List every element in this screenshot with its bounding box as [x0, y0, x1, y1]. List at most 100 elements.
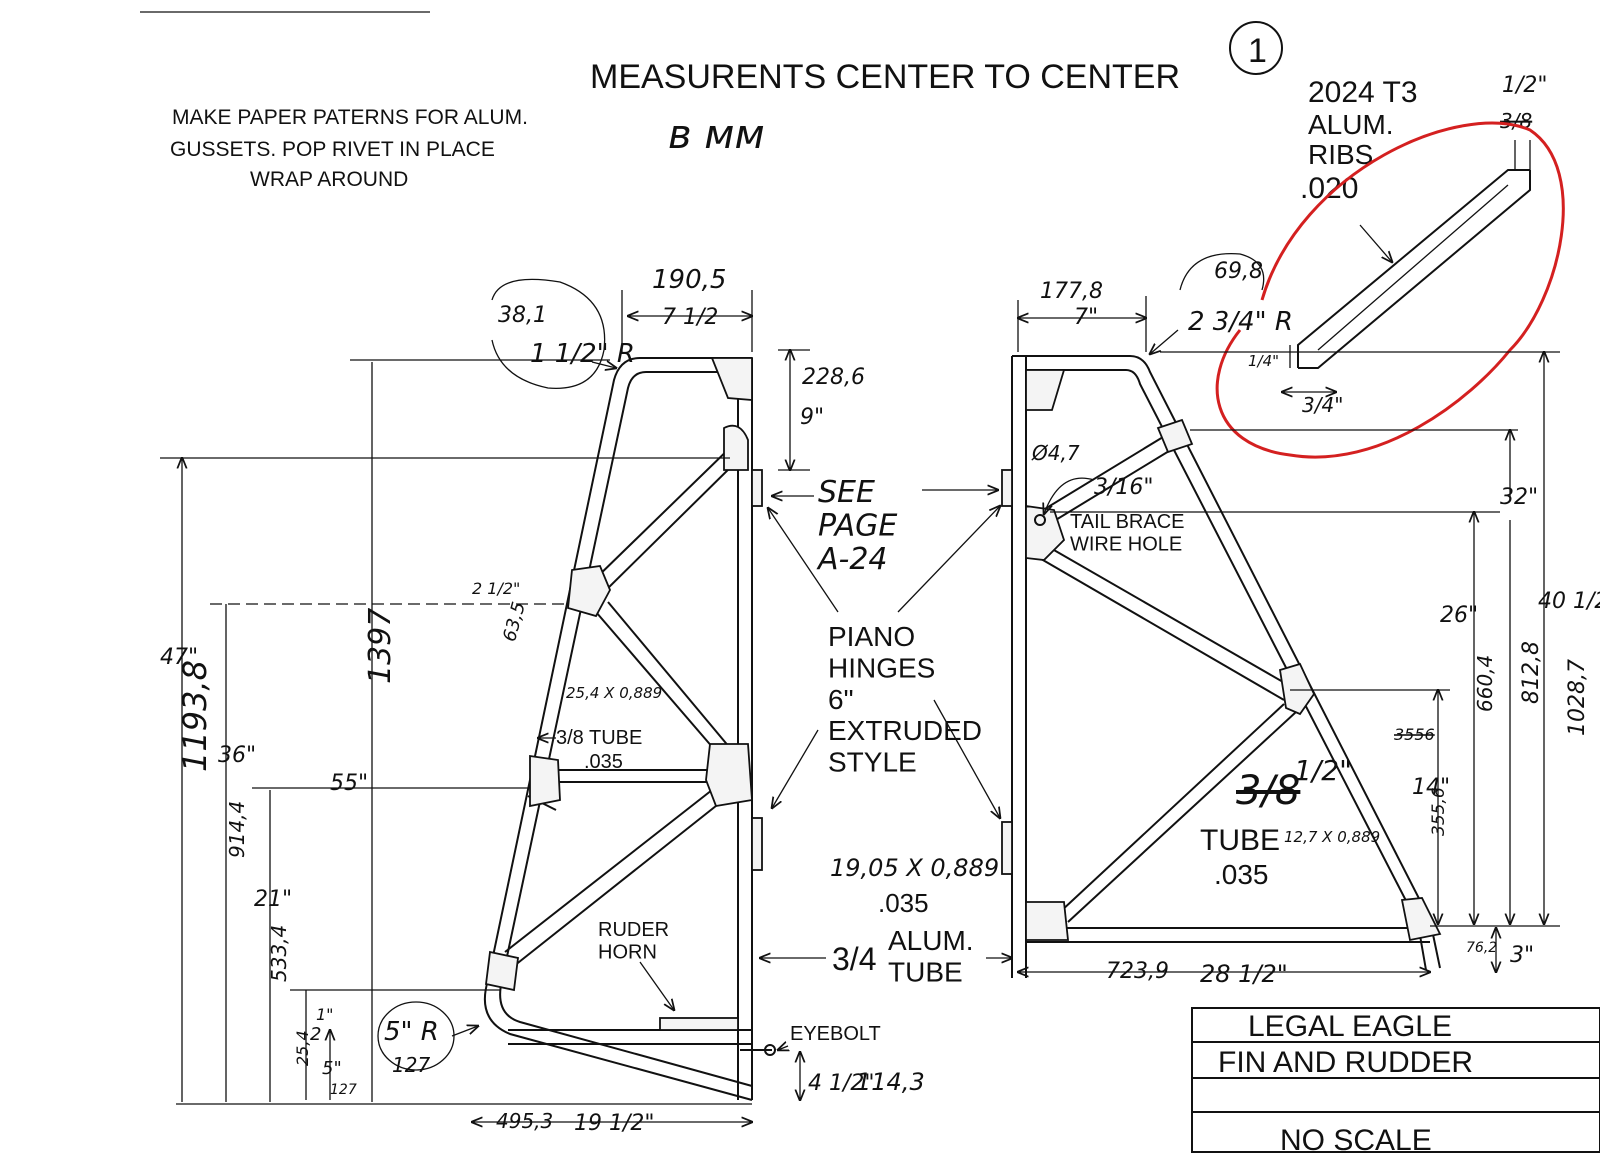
rudder-bottom-radius-in: 5" R — [384, 1017, 439, 1047]
fin-h405: 40 1/2" — [1538, 589, 1600, 614]
rudder-gusset-dim-in: 2 1/2" — [472, 579, 520, 598]
center-tube-size: 3/4 — [832, 941, 876, 977]
fin-gusset-top — [1025, 369, 1066, 411]
rudder-gusset-large — [705, 743, 753, 808]
rudder-gusset-dim-mm: 63,5 — [499, 600, 530, 644]
rudder-top-drop-in: 9" — [800, 405, 824, 430]
rib-label-ribs: RIBS — [1308, 139, 1373, 170]
eyebolt-dim-in: 4 1/2" — [808, 1071, 875, 1096]
fin-h14: 14" — [1412, 775, 1450, 800]
rudder-dimensions: 190,5 7 1/2 38,1 1 1/2" R 228,6 9" 1193,… — [160, 265, 925, 1136]
header: MEASURENTS CENTER TO CENTER 1 в мм MAKE … — [170, 21, 1283, 191]
fin-hole-mm: Ø4,7 — [1031, 441, 1080, 465]
rudder-tube-note: 3/8 TUBE — [556, 727, 642, 749]
rib-detail: 2024 T3 ALUM. RIBS .020 1/2" 3/8 1/4" 3/… — [1215, 73, 1565, 459]
rudder-h1-mm: 25,4 — [293, 1030, 312, 1066]
fin-h32-mm: 812,8 — [1519, 641, 1544, 704]
fin-tube-size: 1/2" — [1294, 754, 1352, 787]
fin-h3: 3" — [1510, 943, 1534, 968]
title-block: LEGAL EAGLE FIN AND RUDDER NO SCALE — [1191, 1007, 1600, 1157]
fin-h32: 32" — [1500, 485, 1538, 510]
rudder-height-in: 47" — [160, 645, 198, 670]
center-tube-mm: 19,05 X 0,889 — [830, 854, 999, 882]
title-block-line-1: LEGAL EAGLE — [1248, 1010, 1452, 1043]
rudder-hinge-upper — [751, 469, 763, 507]
fin-tube-label: TUBE — [1200, 824, 1280, 857]
rudder-top-width-mm: 190,5 — [652, 265, 726, 295]
rudder-top-width-in: 7 1/2 — [662, 305, 718, 330]
rudder-bottom-width-in: 19 1/2" — [574, 1111, 655, 1136]
rudder-top-drop-mm: 228,6 — [802, 365, 865, 390]
fin-h26: 26" — [1440, 603, 1478, 628]
fin-bottom-mm: 723,9 — [1106, 959, 1169, 984]
rudder-radius-in: 1 1/2" R — [530, 339, 635, 369]
eyebolt-dim-mm: 114,3 — [856, 1068, 925, 1096]
fin-h405-mm: 1028,7 — [1565, 659, 1590, 736]
rib-width-dim: 3/4" — [1302, 393, 1343, 417]
rudder-hinge-lower — [751, 817, 763, 871]
sheet-number-circle — [1229, 21, 1283, 75]
red-markup-circle — [1215, 121, 1565, 459]
rib-height: 1/2" — [1502, 73, 1548, 98]
rudder-height-mm: 1193,8 — [176, 660, 214, 772]
fin-tube-struck: 3/8 — [1236, 768, 1300, 814]
fin-h3-mm: 76,2 — [1466, 940, 1497, 956]
rudder-tube-wall: .035 — [584, 751, 623, 773]
rudder-tube-mm: 25,4 X 0,889 — [566, 684, 662, 702]
instruction-line-2: GUSSETS. POP RIVET IN PLACE — [170, 138, 495, 161]
rudder-h5-mm: 127 — [330, 1082, 357, 1098]
rudder-bottom-radius-circle — [377, 1001, 455, 1071]
fin-tube-mm: 12,7 X 0,889 — [1284, 828, 1380, 846]
fin-tube-wall: .035 — [1214, 859, 1269, 890]
rudder-bottom-radius-mm: 127 — [392, 1053, 430, 1077]
fin-bottom-in: 28 1/2" — [1200, 960, 1288, 988]
rudder-bottom-width-mm: 495,3 — [496, 1109, 553, 1133]
rib-label-alum: ALUM. — [1308, 109, 1394, 140]
center-tube-wall: .035 — [878, 888, 929, 918]
eyebolt-label: EYEBOLT — [790, 1023, 881, 1045]
rib-angle-outline — [1297, 169, 1530, 368]
rudder-h36-in: 36" — [218, 743, 256, 768]
title-block-scale: NO SCALE — [1280, 1124, 1432, 1157]
fin-hole-in: 3/16" — [1094, 475, 1154, 500]
units-note: в мм — [668, 112, 765, 158]
fin-frame — [1001, 355, 1442, 978]
instruction-line-1: MAKE PAPER PATERNS FOR ALUM. — [172, 106, 528, 129]
title-block-line-2: FIN AND RUDDER — [1218, 1046, 1473, 1079]
rudder-gusset-top — [710, 357, 753, 401]
rudder-radius-mm: 38,1 — [498, 303, 547, 328]
fin-top-width-in: 7" — [1074, 305, 1098, 330]
fin-h14-mm: 355,6 — [1429, 787, 1449, 836]
rib-flange-dim: 1/4" — [1248, 352, 1279, 370]
fin-hinge-upper — [1001, 469, 1013, 507]
rudder-h2-in: 2 — [310, 1024, 321, 1045]
fin-top-width-mm: 177,8 — [1040, 279, 1103, 304]
fin-hinge-lower — [1001, 821, 1013, 875]
fin-h26-mm: 660,4 — [1473, 655, 1497, 712]
sheet-number: 1 — [1248, 32, 1267, 70]
fin-dimensions: 177,8 7" 69,8 2 3/4" R Ø4,7 3/16" TAIL B… — [1018, 252, 1600, 988]
rudder-h5-in: 5" — [322, 1058, 342, 1079]
rudder-inner-height-mm: 1397 — [363, 608, 398, 684]
rudder-h1-in: 1" — [316, 1005, 334, 1024]
fin-radius-in: 2 3/4" R — [1188, 307, 1293, 337]
rudder-h36-mm: 914,4 — [225, 801, 249, 858]
center-tube-label: ALUM.TUBE — [888, 925, 974, 987]
fin-struck-mm: 3556 — [1394, 725, 1435, 744]
rudder-inner-height-in: 55" — [330, 771, 368, 796]
page-title: MEASURENTS CENTER TO CENTER — [590, 58, 1180, 96]
fin-radius-mm: 69,8 — [1214, 259, 1263, 284]
rib-material: 2024 T3 — [1308, 76, 1418, 109]
rudder-gusset-mid — [567, 565, 611, 618]
rudder-frame — [483, 357, 776, 1101]
rudder-h21-mm: 533,4 — [267, 925, 291, 982]
rudder-horn — [659, 1017, 739, 1031]
rudder-h21-in: 21" — [254, 887, 292, 912]
instruction-line-3: WRAP AROUND — [250, 168, 408, 191]
